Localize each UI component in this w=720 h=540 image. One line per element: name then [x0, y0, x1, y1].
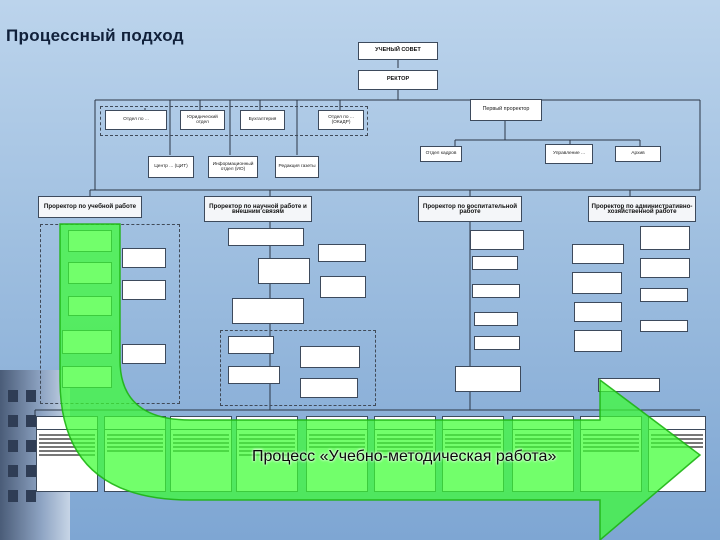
academic-council-box: УЧЕНЫЙ СОВЕТ — [358, 42, 438, 60]
rector-unit-label: Отдел по ... — [123, 117, 149, 123]
science-unit-box — [320, 276, 366, 298]
science-unit-box — [300, 378, 358, 398]
admin-unit-box — [640, 320, 688, 332]
admin-unit-box — [640, 226, 690, 250]
rector-unit-label: Юридический отдел — [187, 114, 218, 125]
slide-title: Процессный подход — [6, 26, 184, 45]
prorector-academic-label: Проректор по учебной работе — [43, 203, 137, 211]
prorector-academic-box: Проректор по учебной работе — [38, 196, 142, 218]
admin-unit-box — [598, 378, 660, 392]
education-unit-box — [474, 312, 518, 326]
admin-unit-box — [640, 258, 690, 278]
first-prorector-box: Первый проректор — [470, 99, 542, 121]
first-prorector-unit-label: Отдел кадров — [425, 151, 457, 157]
admin-unit-box — [572, 272, 622, 294]
education-unit-box — [472, 256, 518, 270]
rector-unit-label: Центр ... (ЦИТ) — [154, 164, 188, 170]
academic-unit-box — [122, 280, 166, 300]
first-prorector-unit-box: Отдел кадров — [420, 146, 462, 162]
rector-unit-box: Отдел по ... — [105, 110, 167, 130]
science-unit-box — [228, 336, 274, 354]
prorector-education-label: Проректор по воспитательной работе — [422, 202, 518, 215]
rector-unit-box: Информационный отдел (ИО) — [208, 156, 258, 178]
rector-unit-label: Редакция газеты — [278, 164, 316, 170]
rector-unit-box: Бухгалтерия — [240, 110, 285, 130]
prorector-science-box: Проректор по научной работе и внешним св… — [204, 196, 312, 222]
science-unit-box — [318, 244, 366, 262]
first-prorector-label: Первый проректор — [482, 106, 530, 113]
science-unit-box — [258, 258, 310, 284]
rector-unit-label: Информационный отдел (ИО) — [212, 161, 254, 172]
education-unit-box — [472, 284, 520, 298]
admin-unit-box — [640, 288, 688, 302]
prorector-science-label: Проректор по научной работе и внешним св… — [209, 202, 307, 215]
science-units-group — [220, 330, 376, 406]
first-prorector-unit-box: Управление ... — [545, 144, 593, 164]
academic-council-label: УЧЕНЫЙ СОВЕТ — [375, 47, 421, 54]
rector-box: РЕКТОР — [358, 70, 438, 90]
prorector-admin-label: Проректор по административно-хозяйственн… — [591, 202, 693, 215]
prorector-admin-box: Проректор по административно-хозяйственн… — [588, 196, 696, 222]
rector-units-group — [100, 106, 368, 136]
admin-unit-box — [572, 244, 624, 264]
rector-unit-box: Юридический отдел — [180, 110, 225, 130]
academic-unit-box — [122, 248, 166, 268]
process-label: Процесс «Учебно-методическая работа» — [252, 448, 557, 465]
science-unit-box — [228, 366, 280, 384]
rector-unit-label: Отдел по ... (ОКиДР) — [328, 114, 354, 125]
academic-unit-box — [122, 344, 166, 364]
education-unit-box — [474, 336, 520, 350]
rector-unit-box: Центр ... (ЦИТ) — [148, 156, 194, 178]
rector-label: РЕКТОР — [386, 76, 410, 83]
admin-unit-box — [574, 302, 622, 322]
rector-unit-box: Отдел по ... (ОКиДР) — [318, 110, 364, 130]
rector-unit-box: Редакция газеты — [275, 156, 319, 178]
education-unit-box — [455, 366, 521, 392]
prorector-education-box: Проректор по воспитательной работе — [418, 196, 522, 222]
science-unit-box — [228, 228, 304, 246]
admin-unit-box — [574, 330, 622, 352]
first-prorector-unit-box: Архив — [615, 146, 661, 162]
education-unit-box — [470, 230, 524, 250]
first-prorector-unit-label: Управление ... — [553, 151, 585, 157]
science-unit-box — [300, 346, 360, 368]
first-prorector-unit-label: Архив — [631, 151, 645, 157]
science-unit-box — [232, 298, 304, 324]
rector-unit-label: Бухгалтерия — [248, 117, 277, 123]
